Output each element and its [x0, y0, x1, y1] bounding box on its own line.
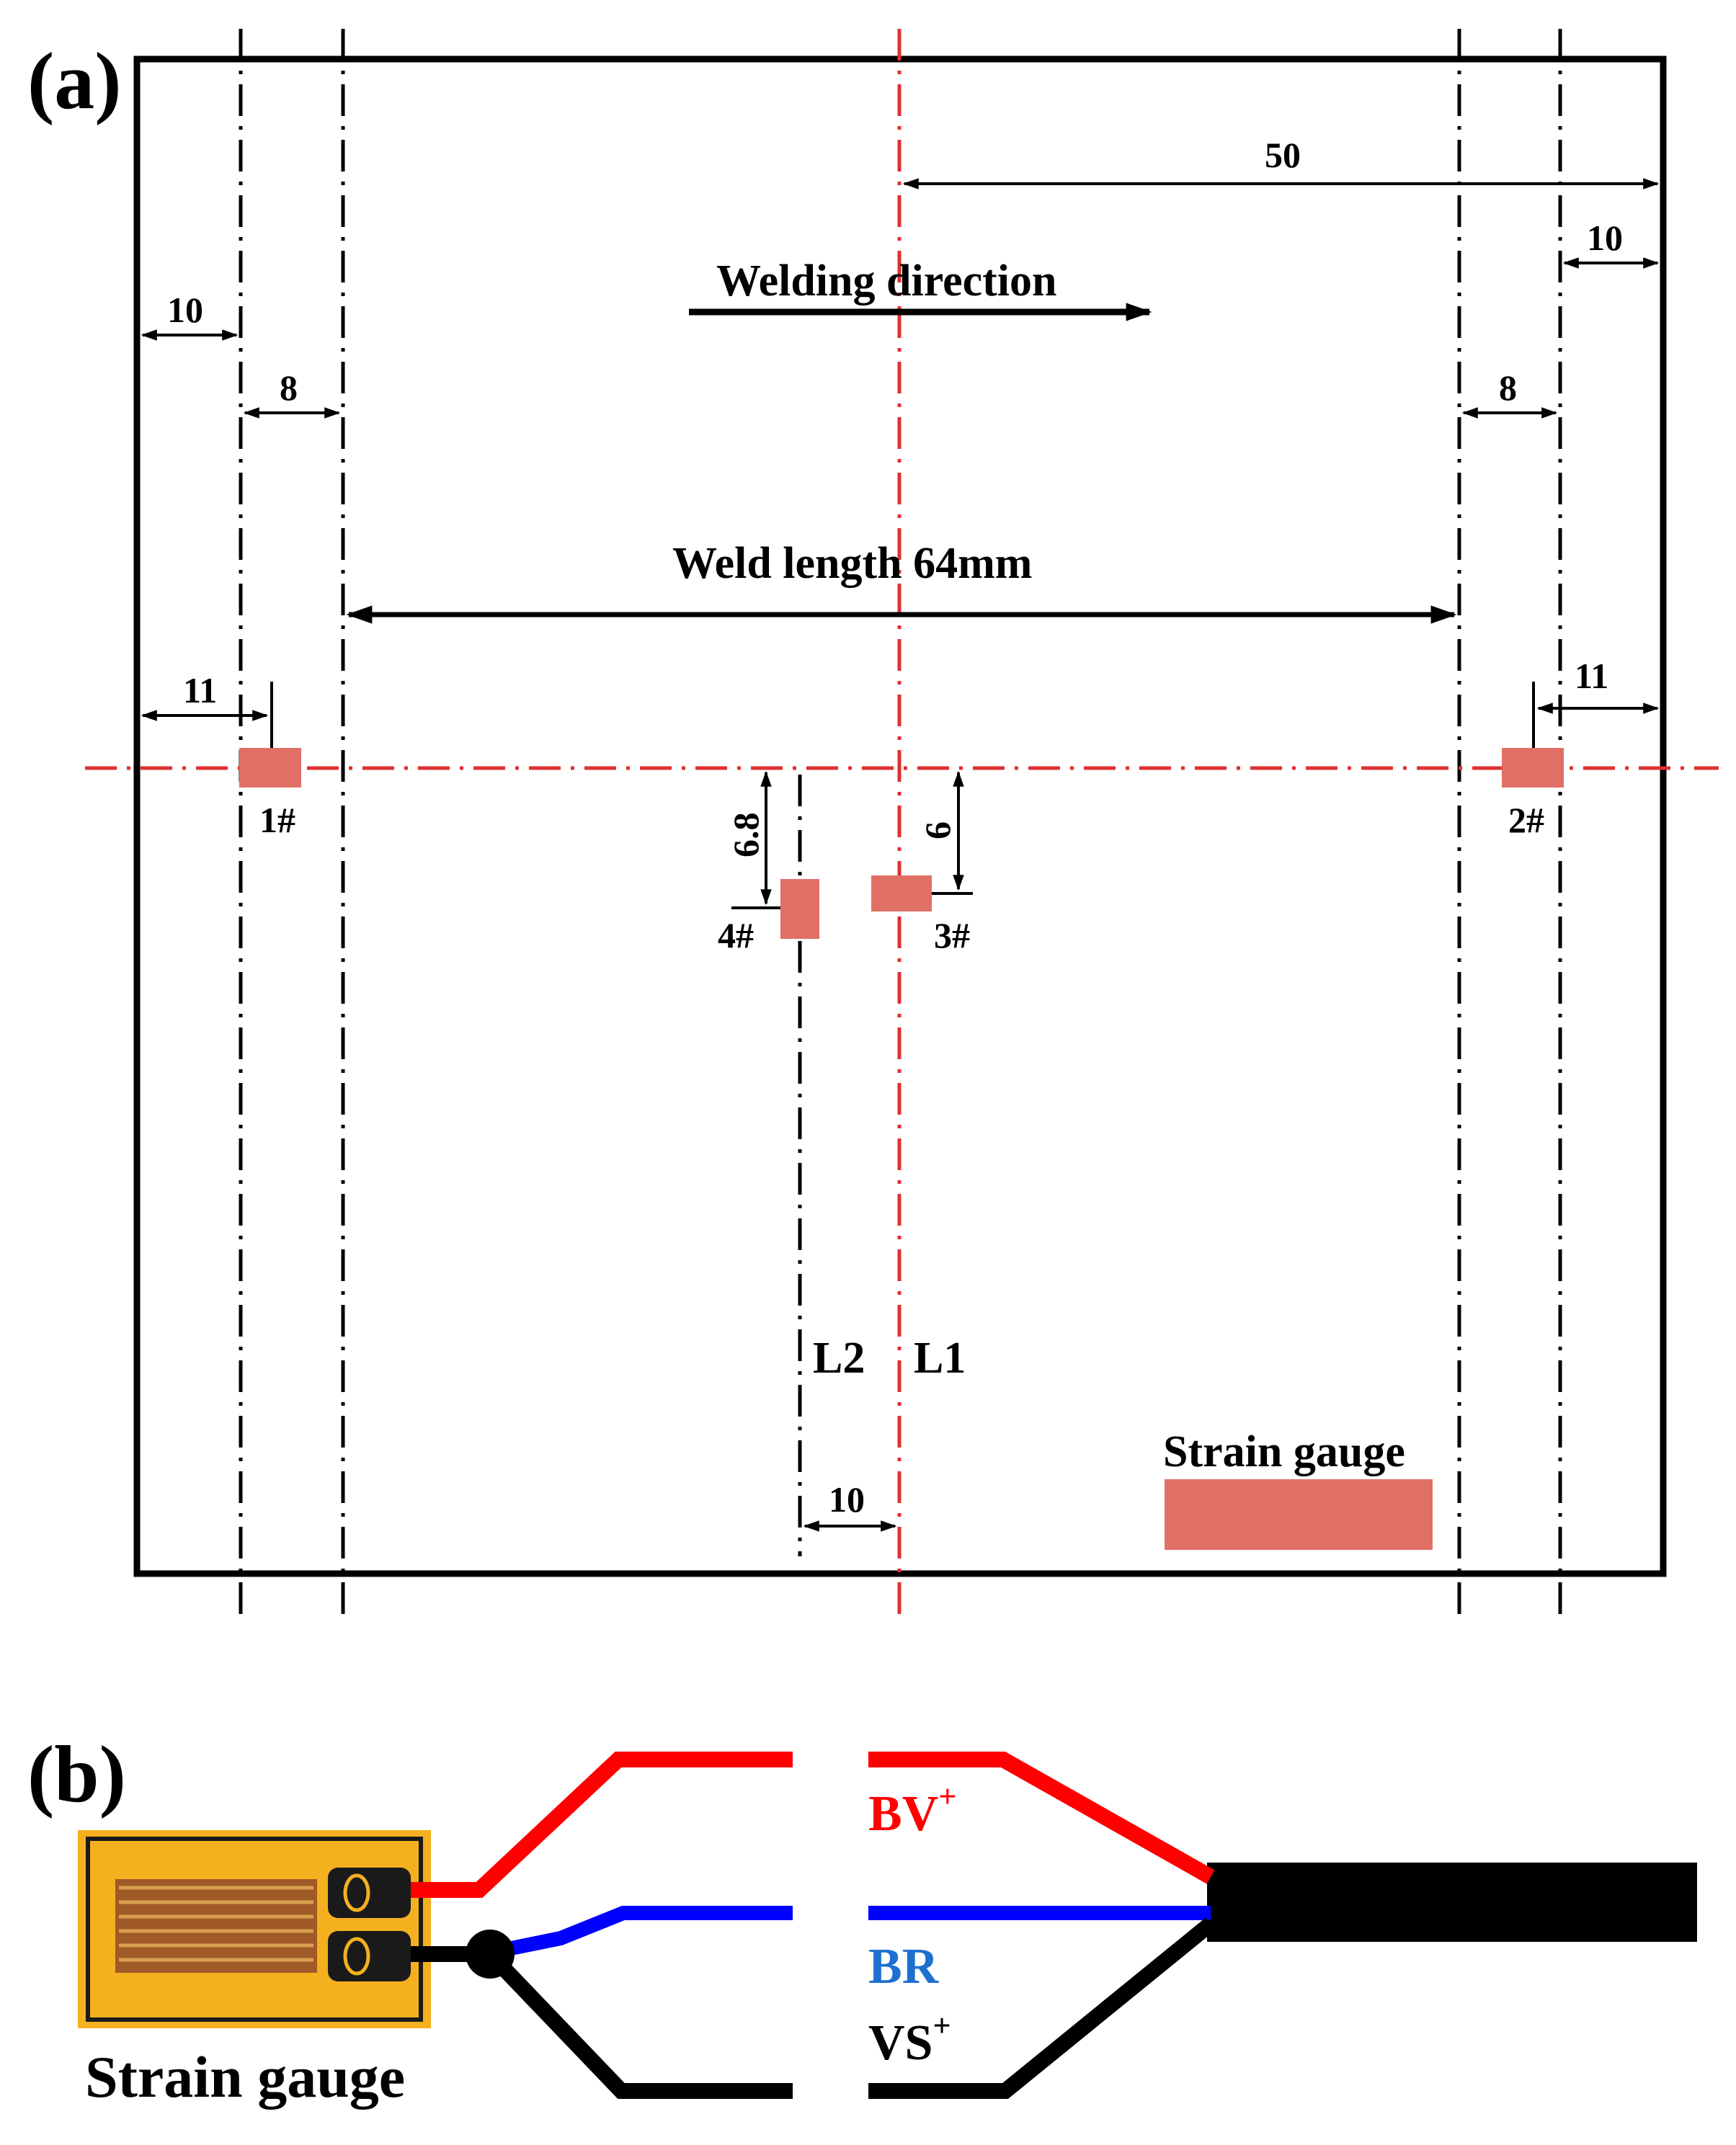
dim-10-bottom-label: 10 [829, 1479, 865, 1520]
wire-label-vs: VS+ [868, 2008, 951, 2071]
dim-11-left-label: 11 [183, 670, 217, 710]
gauge-border [86, 1837, 423, 2022]
strain-gauge-caption: Strain gauge [85, 2044, 405, 2110]
dim-6-8-label: 6.8 [726, 813, 766, 858]
dim-10-left-label: 10 [167, 290, 203, 330]
line-l2-label: L2 [813, 1334, 865, 1383]
gauge-4-label: 4# [718, 915, 754, 955]
wire-label-bv: BV+ [868, 1779, 956, 1842]
dim-50-label: 50 [1265, 135, 1301, 175]
wire-label-bv-sup: + [938, 1779, 956, 1814]
panel-a: (a) Welding direction Weld length 64mm 5… [27, 29, 1719, 1618]
dim-8-left-label: 8 [280, 367, 298, 408]
gauge-4 [780, 879, 819, 939]
junction-dot [466, 1930, 515, 1979]
dim-11-right-label: 11 [1575, 656, 1608, 696]
gauge-1 [239, 748, 301, 788]
wire-label-vs-base: VS [868, 2015, 932, 2071]
legend-label: Strain gauge [1163, 1427, 1405, 1476]
gauge-grid-lines [119, 1886, 313, 1962]
gauge-3 [871, 875, 932, 911]
wire-label-vs-sup: + [932, 2008, 951, 2043]
panel-b-label: (b) [27, 1730, 126, 1819]
wire-label-br: BR [868, 1939, 940, 1994]
wire-label-bv-base: BV [868, 1786, 938, 1842]
dim-8-right-label: 8 [1499, 367, 1517, 408]
gauge-2-label: 2# [1508, 800, 1544, 840]
welding-direction-label: Welding direction [716, 257, 1057, 306]
legend-swatch [1165, 1479, 1433, 1550]
gauge-grid [115, 1879, 317, 1973]
cable [1207, 1863, 1697, 1942]
dim-10-right-label: 10 [1587, 218, 1623, 258]
gauge-3-label: 3# [934, 915, 970, 955]
panel-a-label: (a) [27, 37, 122, 126]
weld-length-label: Weld length 64mm [672, 539, 1032, 588]
weld-centerlines [85, 29, 1719, 1618]
wire-red-left [411, 1752, 793, 1898]
solder-pad-upper [343, 1873, 370, 1912]
line-l1-label: L1 [914, 1334, 966, 1383]
gauge-2 [1502, 748, 1564, 788]
wire-blue-left [489, 1906, 793, 1960]
wire-black-left [411, 1946, 793, 2099]
dim-6-label: 6 [917, 821, 958, 839]
panel-b: (b) Strain gauge [27, 1730, 1697, 2110]
wire-red-right [868, 1752, 1215, 1884]
solder-pad-lower [343, 1937, 370, 1976]
gauge-1-label: 1# [259, 800, 295, 840]
strain-gauge-photo [78, 1830, 431, 2028]
wire-black-right [868, 1917, 1216, 2099]
